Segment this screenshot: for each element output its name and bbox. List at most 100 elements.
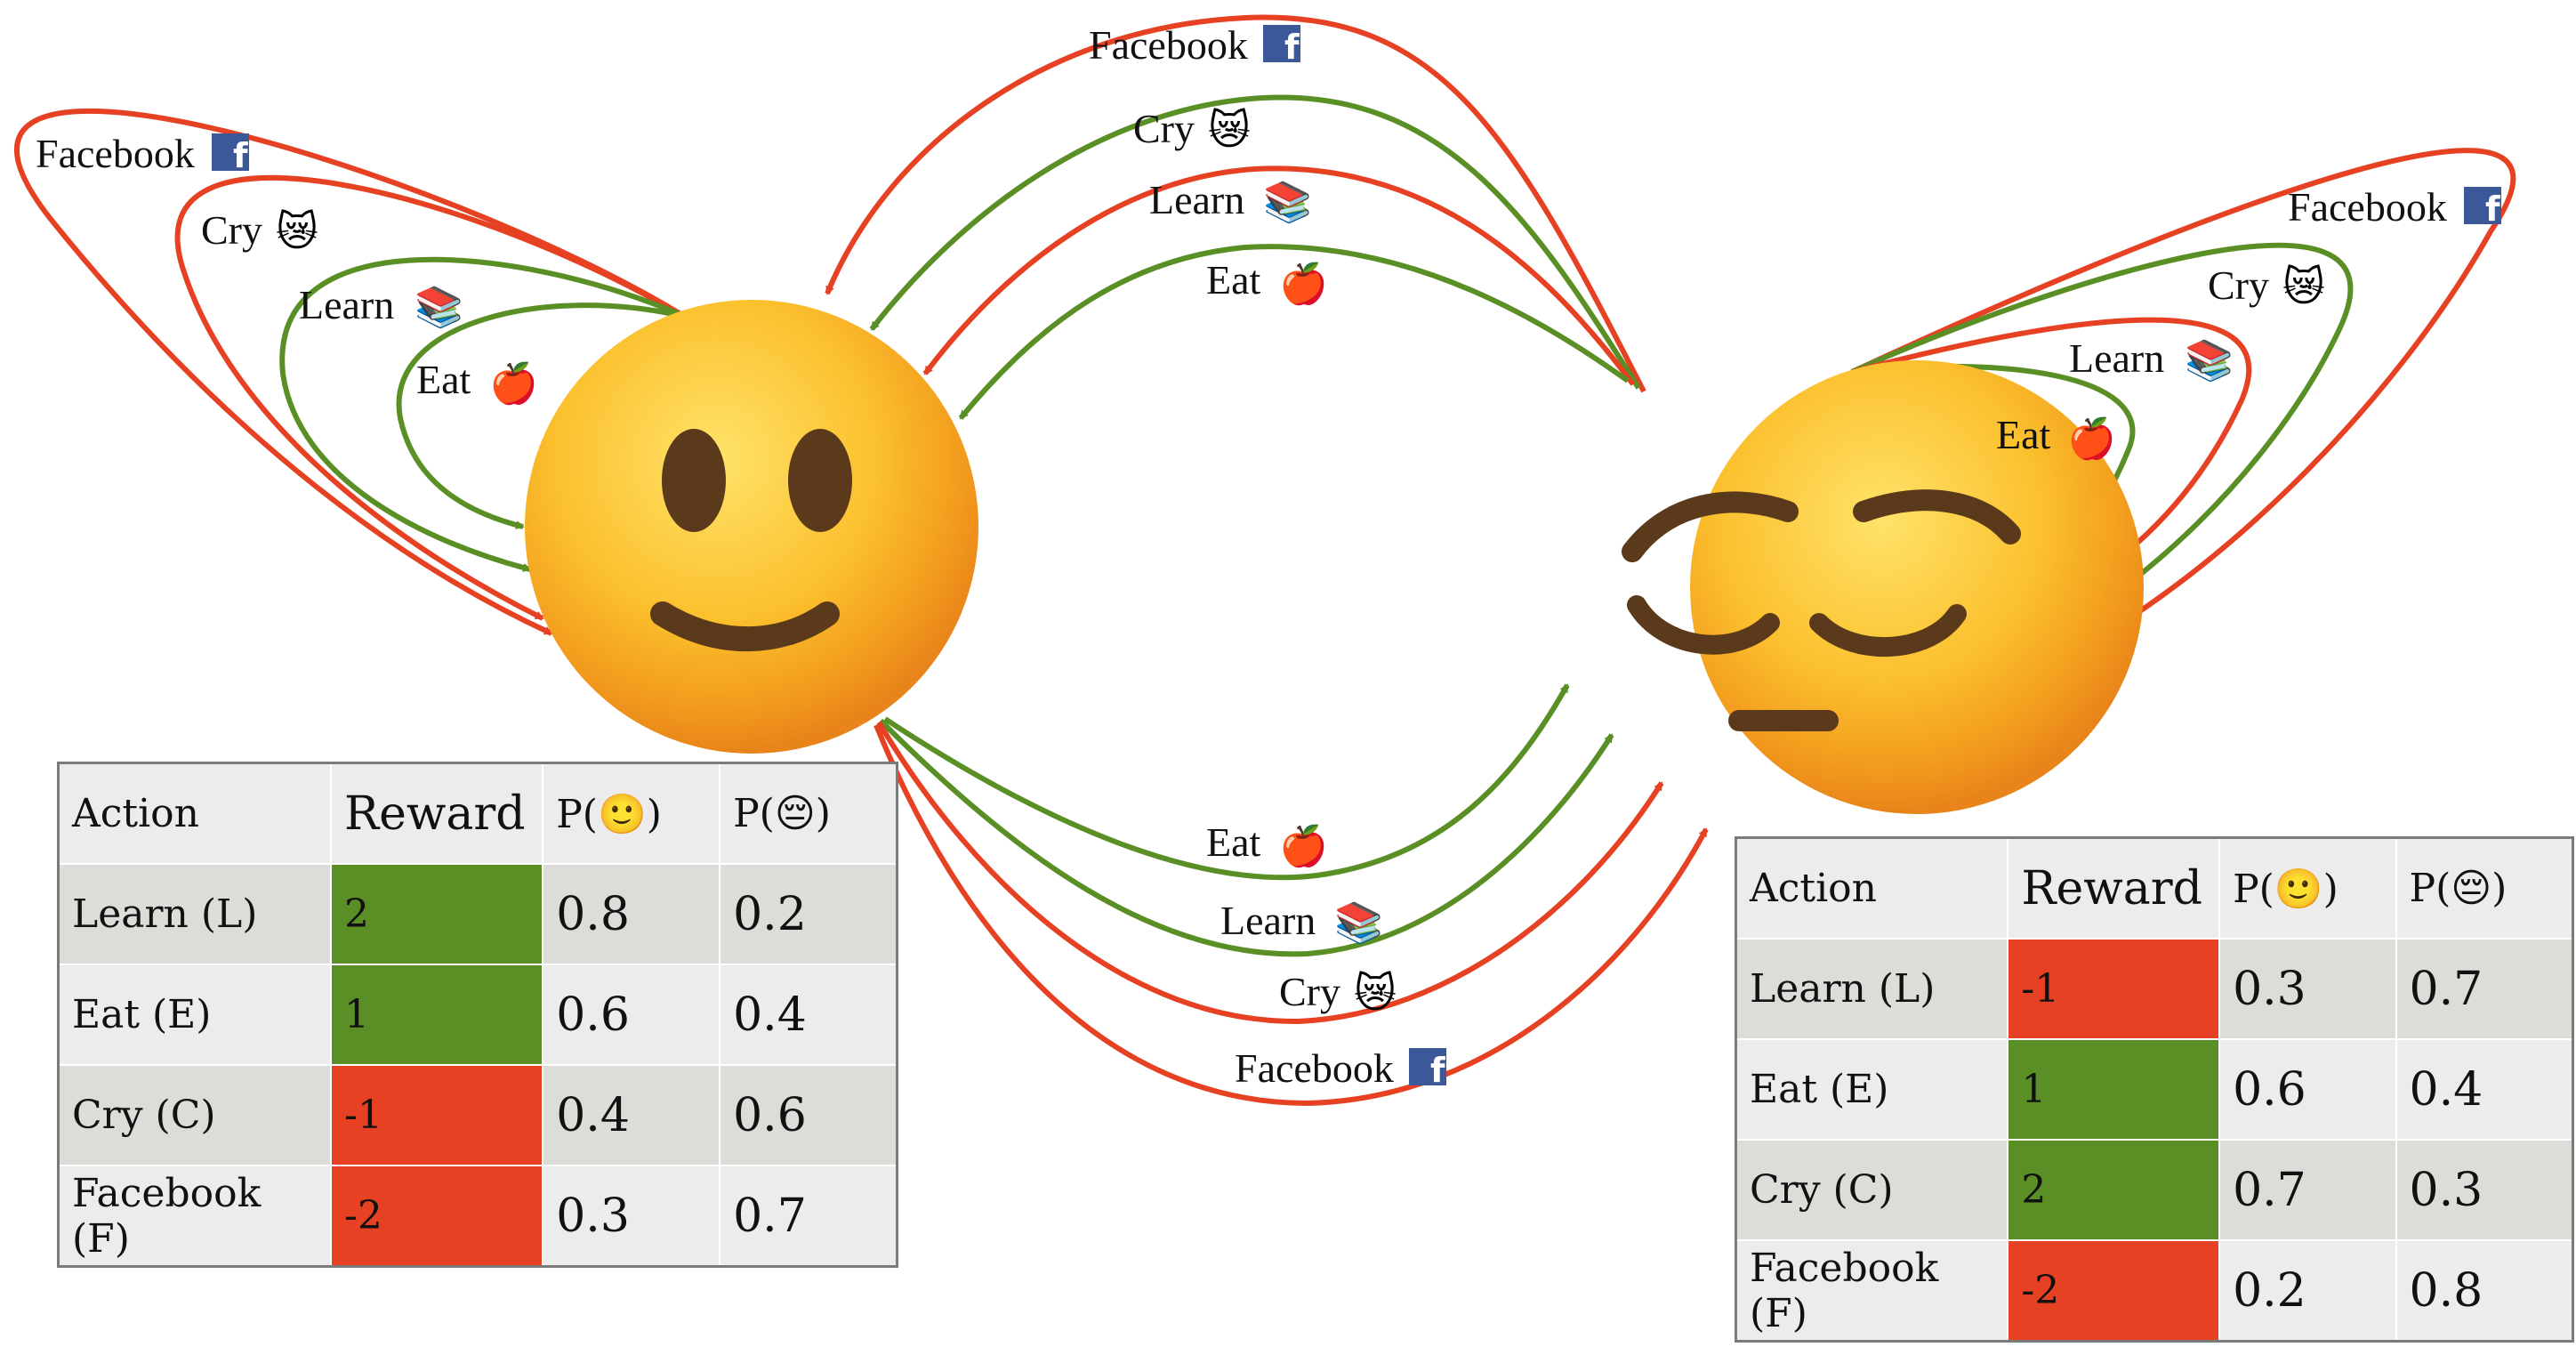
row-action: Eat (E) — [57, 964, 332, 1066]
svg-text:Cry: Cry — [201, 207, 262, 253]
row-reward: -2 — [329, 1165, 544, 1268]
svg-text:Learn: Learn — [1220, 898, 1316, 943]
edge-label-h2s-eat: Eat 🍎 — [1206, 819, 1328, 869]
row-p-sad: 0.4 — [2395, 1038, 2574, 1141]
svg-text:Eat: Eat — [1206, 257, 1261, 302]
column-action: Action — [1735, 836, 2009, 940]
edge-label-sad-learn: Learn 📚 — [2069, 335, 2234, 383]
edge-label-sad-eat: Eat 🍎 — [1996, 412, 2116, 462]
happy-self-loops — [13, 108, 687, 636]
edge-label-s2h-learn: Learn 📚 — [1149, 177, 1312, 225]
sad-face-icon: 😔 — [774, 791, 816, 836]
row-p-sad: 0.7 — [2395, 938, 2574, 1040]
column-p-happy: P(🙂) — [2218, 836, 2397, 940]
column-reward: Reward — [2007, 836, 2221, 940]
happy-state-table: Action Reward P(🙂) P(😔) Learn (L) 2 0.8 … — [57, 762, 898, 1268]
svg-text:Cry: Cry — [1279, 969, 1340, 1014]
crying-cat-icon: 😿 — [1208, 106, 1251, 154]
edge-label-sad-facebook: Facebook f — [2288, 184, 2501, 230]
happy-to-sad-eat — [883, 683, 1570, 881]
apple-icon: 🍎 — [1279, 822, 1328, 869]
row-reward: -1 — [2007, 938, 2221, 1040]
edge-label-s2h-eat: Eat 🍎 — [1206, 257, 1328, 307]
happy-to-sad-learn — [878, 718, 1614, 957]
edge-label-happy-eat: Eat 🍎 — [416, 357, 538, 407]
happy-loop-learn — [279, 256, 687, 572]
column-reward: Reward — [329, 762, 544, 865]
table-row: Cry (C) 2 0.7 0.3 — [1735, 1139, 2574, 1241]
sad-to-happy-learn — [922, 165, 1636, 386]
facebook-icon — [2464, 187, 2501, 224]
row-reward: 2 — [2007, 1139, 2221, 1241]
edge-label-happy-cry: Cry 😿 — [201, 207, 318, 255]
svg-text:Learn: Learn — [299, 282, 394, 327]
books-icon: 📚 — [1263, 180, 1312, 225]
happy-to-sad-facebook — [873, 723, 1709, 1107]
svg-text:Facebook: Facebook — [36, 131, 195, 176]
sad-to-happy-facebook — [825, 14, 1646, 393]
edge-label-s2h-cry: Cry 😿 — [1133, 106, 1251, 154]
row-action: Facebook (F) — [57, 1165, 332, 1268]
facebook-icon — [1409, 1048, 1446, 1085]
happy-face-icon — [525, 300, 978, 754]
table-row: Facebook (F) -2 0.2 0.8 — [1735, 1239, 2574, 1343]
table-row: Learn (L) 2 0.8 0.2 — [57, 863, 898, 965]
svg-text:Eat: Eat — [416, 357, 471, 402]
svg-text:Facebook: Facebook — [1235, 1045, 1394, 1091]
row-p-sad: 0.8 — [2395, 1239, 2574, 1343]
row-p-happy: 0.7 — [2218, 1139, 2397, 1241]
row-action: Cry (C) — [57, 1064, 332, 1166]
books-icon: 📚 — [2185, 338, 2234, 383]
table-row: Facebook (F) -2 0.3 0.7 — [57, 1165, 898, 1268]
books-icon: 📚 — [415, 285, 463, 330]
column-p-sad: P(😔) — [719, 762, 898, 865]
crying-cat-icon: 😿 — [1354, 969, 1397, 1017]
row-reward: 1 — [329, 964, 544, 1066]
row-p-happy: 0.8 — [542, 863, 721, 965]
row-action: Cry (C) — [1735, 1139, 2009, 1241]
row-reward: -2 — [2007, 1239, 2221, 1343]
svg-text:f: f — [1430, 1051, 1445, 1090]
row-p-happy: 0.2 — [2218, 1239, 2397, 1343]
svg-text:f: f — [1284, 28, 1300, 67]
row-reward: 1 — [2007, 1038, 2221, 1141]
crying-cat-icon: 😿 — [276, 207, 318, 255]
svg-text:Learn: Learn — [1149, 177, 1244, 222]
happy-to-sad-edges — [873, 683, 1709, 1107]
table-row: Cry (C) -1 0.4 0.6 — [57, 1064, 898, 1166]
svg-text:Cry: Cry — [2208, 262, 2269, 308]
column-action: Action — [57, 762, 332, 865]
apple-icon: 🍎 — [2067, 415, 2116, 462]
row-p-sad: 0.6 — [719, 1064, 898, 1166]
table-row: Eat (E) 1 0.6 0.4 — [57, 964, 898, 1066]
row-p-happy: 0.6 — [542, 964, 721, 1066]
sad-loop-cry — [1850, 242, 2354, 661]
sad-state-table: Action Reward P(🙂) P(😔) Learn (L) -1 0.3… — [1735, 836, 2574, 1343]
row-p-sad: 0.7 — [719, 1165, 898, 1268]
row-p-happy: 0.3 — [542, 1165, 721, 1268]
svg-text:f: f — [233, 136, 248, 175]
edge-label-h2s-learn: Learn 📚 — [1220, 898, 1383, 946]
apple-icon: 🍎 — [489, 359, 538, 407]
edge-label-h2s-facebook: Facebook f — [1235, 1045, 1446, 1091]
sad-to-happy-cry — [869, 94, 1641, 390]
svg-text:Eat: Eat — [1996, 412, 2051, 457]
happy-loop-eat — [396, 302, 686, 529]
table-row: Eat (E) 1 0.6 0.4 — [1735, 1038, 2574, 1141]
svg-text:Cry: Cry — [1133, 106, 1195, 151]
sad-to-happy-eat — [958, 244, 1630, 420]
edge-label-sad-cry: Cry 😿 — [2208, 262, 2325, 311]
row-p-sad: 0.3 — [2395, 1139, 2574, 1241]
sad-to-happy-edges — [825, 14, 1646, 420]
books-icon: 📚 — [1334, 900, 1383, 946]
happy-to-sad-cry — [876, 721, 1664, 1025]
column-p-sad: P(😔) — [2395, 836, 2574, 940]
row-action: Eat (E) — [1735, 1038, 2009, 1141]
edge-label-happy-learn: Learn 📚 — [299, 282, 463, 330]
happy-loop-cry — [174, 174, 687, 621]
row-p-happy: 0.4 — [542, 1064, 721, 1166]
sad-face-icon: 😔 — [2451, 866, 2492, 911]
row-action: Learn (L) — [1735, 938, 2009, 1040]
row-p-sad: 0.2 — [719, 863, 898, 965]
row-p-happy: 0.3 — [2218, 938, 2397, 1040]
